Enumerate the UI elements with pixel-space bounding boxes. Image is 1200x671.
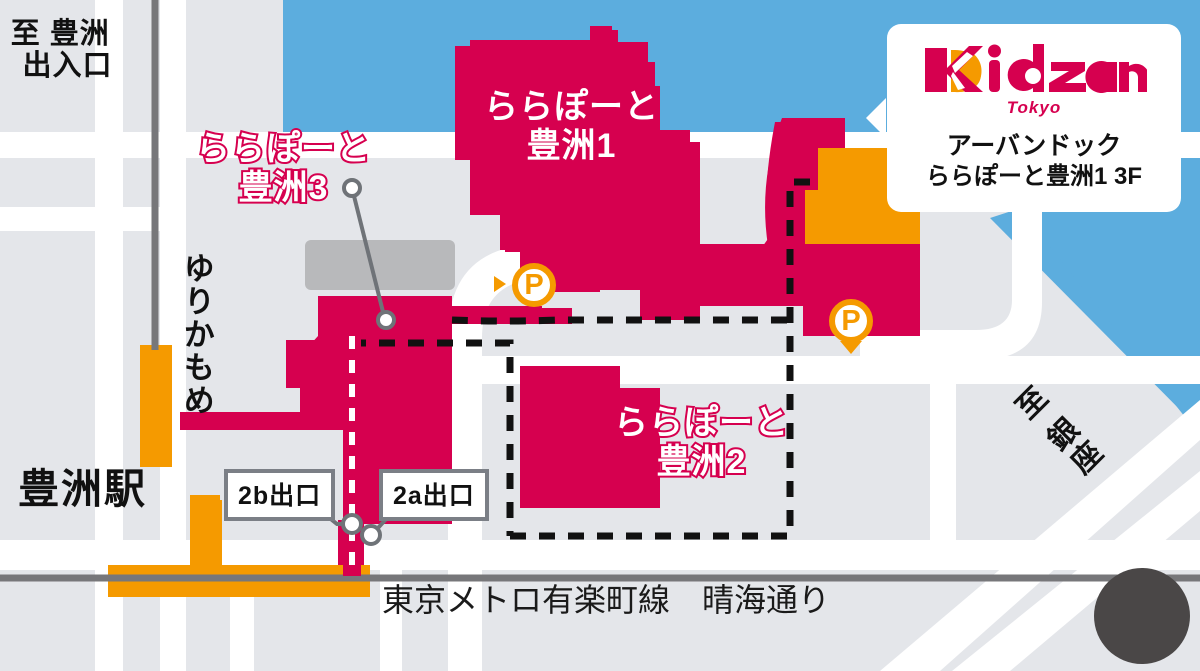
label-metro-yurakucho-harumi-dori: 東京メトロ有楽町線 晴海通り	[382, 582, 831, 618]
underground-route-branch	[451, 316, 790, 325]
gray-building	[305, 240, 455, 290]
parking-east-pointer-icon	[840, 341, 862, 354]
label-lalaport-toyosu-1: ららぽーと 豊洲1	[484, 88, 659, 167]
label-lalaport-toyosu-3: ららぽーと 豊洲3	[194, 128, 372, 209]
label-lalaport-toyosu-2-line2: 豊洲2	[655, 441, 748, 483]
card-tail	[866, 98, 886, 138]
info-card-line1: アーバンドック	[946, 132, 1122, 160]
info-card-line2: ららぽーと豊洲1 3F	[925, 163, 1143, 190]
underground-route-west	[350, 339, 514, 536]
yurikamome-station-block	[140, 345, 172, 467]
label-lalaport-toyosu-3-line1: ららぽーと	[194, 128, 372, 170]
label-to-toyosu-exit-line2: 出入口	[22, 50, 113, 83]
label-toyosu-station: 豊洲駅	[18, 466, 147, 512]
label-to-toyosu-exit: 至 豊洲出入口	[8, 18, 113, 83]
kidzania-logo	[925, 44, 1147, 93]
label-to-toyosu-exit-line1: 至 豊洲	[10, 18, 110, 50]
mall3-leader	[342, 178, 396, 330]
parking-west-pointer-icon	[494, 276, 506, 292]
exit-label-2b: 2b出口	[224, 469, 336, 521]
label-lalaport-toyosu-1-line2: 豊洲1	[526, 127, 617, 166]
exit-label-2a: 2a出口	[379, 469, 489, 521]
label-yurikamome-line: ゆりかもめ	[178, 252, 214, 417]
compass-icon	[1094, 568, 1190, 664]
label-lalaport-toyosu-1-line1: ららぽーと	[484, 88, 659, 126]
label-lalaport-toyosu-3-line2: 豊洲3	[237, 167, 330, 209]
parking-marker-east: P	[829, 299, 873, 343]
label-lalaport-toyosu-2: ららぽーと 豊洲2	[612, 402, 790, 483]
kidzania-logo-sub: Tokyo	[1006, 98, 1062, 117]
label-lalaport-toyosu-2-line1: ららぽーと	[612, 402, 790, 444]
kidzania-info-card: Tokyo アーバンドック ららぽーと豊洲1 3F	[887, 24, 1181, 212]
parking-marker-west: P	[512, 263, 556, 307]
